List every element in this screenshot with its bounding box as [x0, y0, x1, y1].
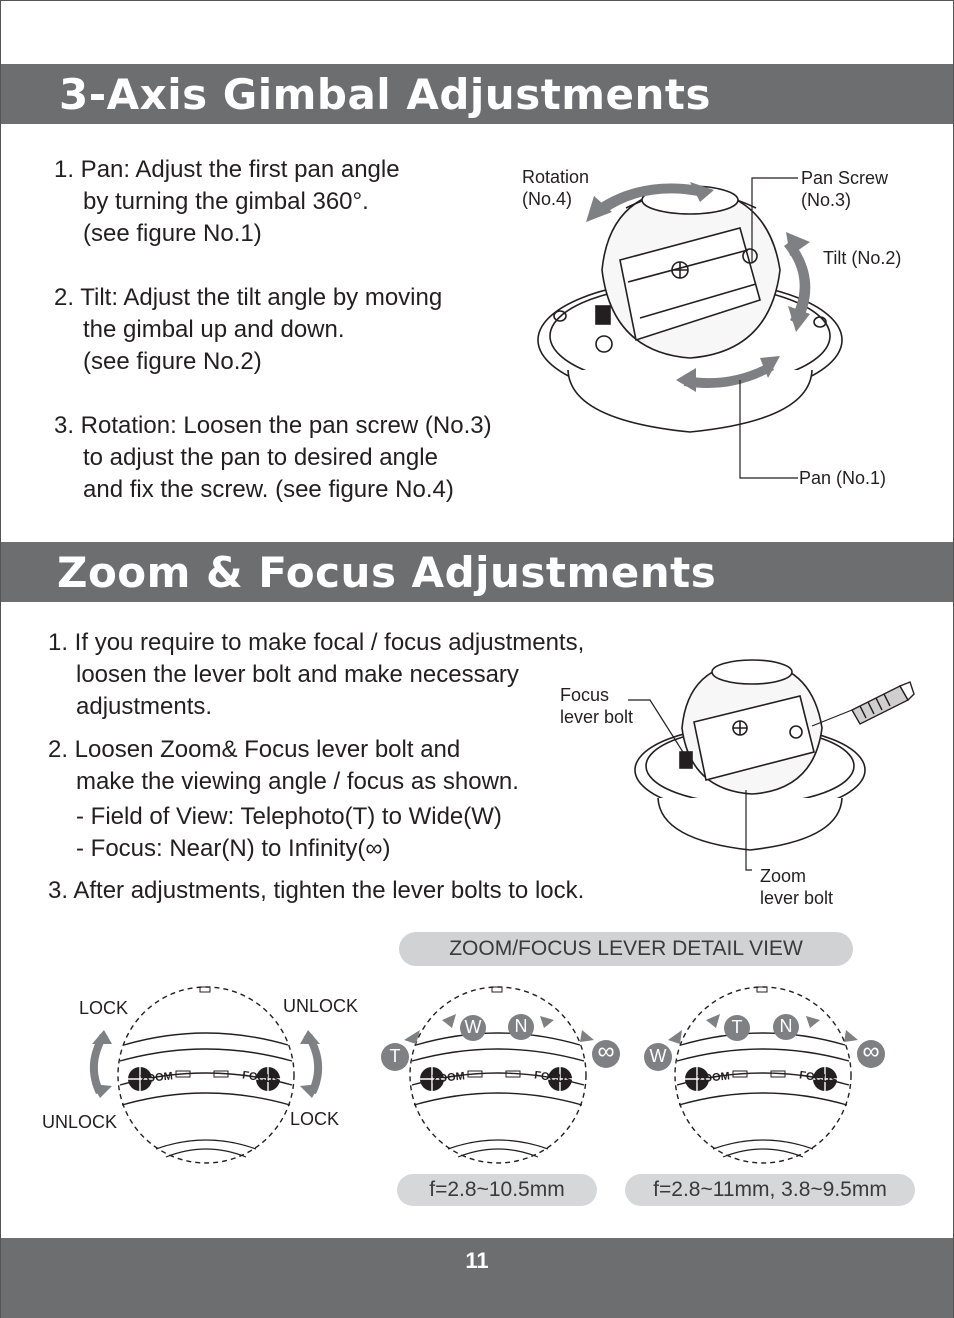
- zoom-focus-heading: Zoom & Focus Adjustments: [57, 548, 717, 597]
- zoom-step-line: 1. If you require to make focal / focus …: [48, 629, 585, 656]
- zoom-step-line: 2. Loosen Zoom& Focus lever bolt and: [48, 736, 461, 763]
- lock-label: LOCK: [79, 998, 129, 1018]
- page-footer: 11: [1, 1238, 953, 1318]
- zoom-lever-label: Zoom: [760, 866, 807, 886]
- pan-step-line: 1. Pan: Adjust the first pan angle: [54, 156, 400, 183]
- near-marker: N: [779, 1016, 793, 1036]
- rotation-step-line: and fix the screw. (see figure No.4): [83, 476, 454, 503]
- focus-lever-label: Focus: [560, 685, 610, 705]
- pan-screw-number-label: (No.3): [801, 190, 852, 210]
- zoom-focus-section-header: Zoom & Focus Adjustments: [1, 542, 953, 602]
- near-marker: N: [514, 1016, 528, 1036]
- zoom-lever-text: ZOOM: [139, 1070, 174, 1086]
- zoom-step-line: 3. After adjustments, tighten the lever …: [48, 877, 585, 904]
- telephoto-marker: T: [389, 1046, 401, 1066]
- infinity-marker: ∞: [862, 1038, 880, 1065]
- rotation-number-label: (No.4): [522, 189, 573, 209]
- tilt-step-line: (see figure No.2): [83, 348, 262, 375]
- page-number: 11: [465, 1248, 489, 1273]
- zoom-lever-text: ZOOM: [431, 1070, 466, 1086]
- zoom-step-line: adjustments.: [76, 693, 213, 720]
- pan-label: Pan (No.1): [799, 468, 887, 488]
- zoom-lever-text: ZOOM: [696, 1070, 731, 1086]
- zoom-step-line: make the viewing angle / focus as shown.: [76, 768, 519, 795]
- lens-spec-badge: f=2.8~11mm, 3.8~9.5mm: [625, 1174, 915, 1206]
- gimbal-section-header: 3-Axis Gimbal Adjustments: [1, 64, 953, 124]
- zoom-step-line: loosen the lever bolt and make necessary: [76, 661, 519, 688]
- pan-step-line: by turning the gimbal 360°.: [83, 188, 369, 215]
- focus-lever-label: lever bolt: [560, 707, 634, 727]
- infinity-marker: ∞: [597, 1038, 615, 1065]
- detail-view-title: ZOOM/FOCUS LEVER DETAIL VIEW: [399, 932, 853, 966]
- rotation-step-line: to adjust the pan to desired angle: [83, 444, 438, 471]
- zoom-lever-label: lever bolt: [760, 888, 834, 908]
- lens-spec-badge: f=2.8~10.5mm: [397, 1174, 597, 1206]
- zoom-step-line: - Focus: Near(N) to Infinity(∞): [76, 835, 391, 862]
- wide-marker: W: [464, 1017, 482, 1037]
- tilt-label: Tilt (No.2): [823, 248, 902, 268]
- tilt-step-line: 2. Tilt: Adjust the tilt angle by moving: [54, 284, 443, 311]
- pan-screw-label: Pan Screw: [801, 168, 889, 188]
- rotation-step-line: 3. Rotation: Loosen the pan screw (No.3): [54, 412, 492, 439]
- lock-label: LOCK: [290, 1109, 340, 1129]
- rotation-label: Rotation: [522, 167, 590, 187]
- wide-marker: W: [649, 1046, 667, 1066]
- telephoto-marker: T: [731, 1017, 743, 1037]
- pan-step-line: (see figure No.1): [83, 220, 262, 247]
- zoom-step-line: - Field of View: Telephoto(T) to Wide(W): [76, 803, 502, 830]
- tilt-step-line: the gimbal up and down.: [83, 316, 345, 343]
- gimbal-heading: 3-Axis Gimbal Adjustments: [59, 70, 711, 119]
- unlock-label: UNLOCK: [42, 1112, 118, 1132]
- unlock-label: UNLOCK: [283, 996, 359, 1016]
